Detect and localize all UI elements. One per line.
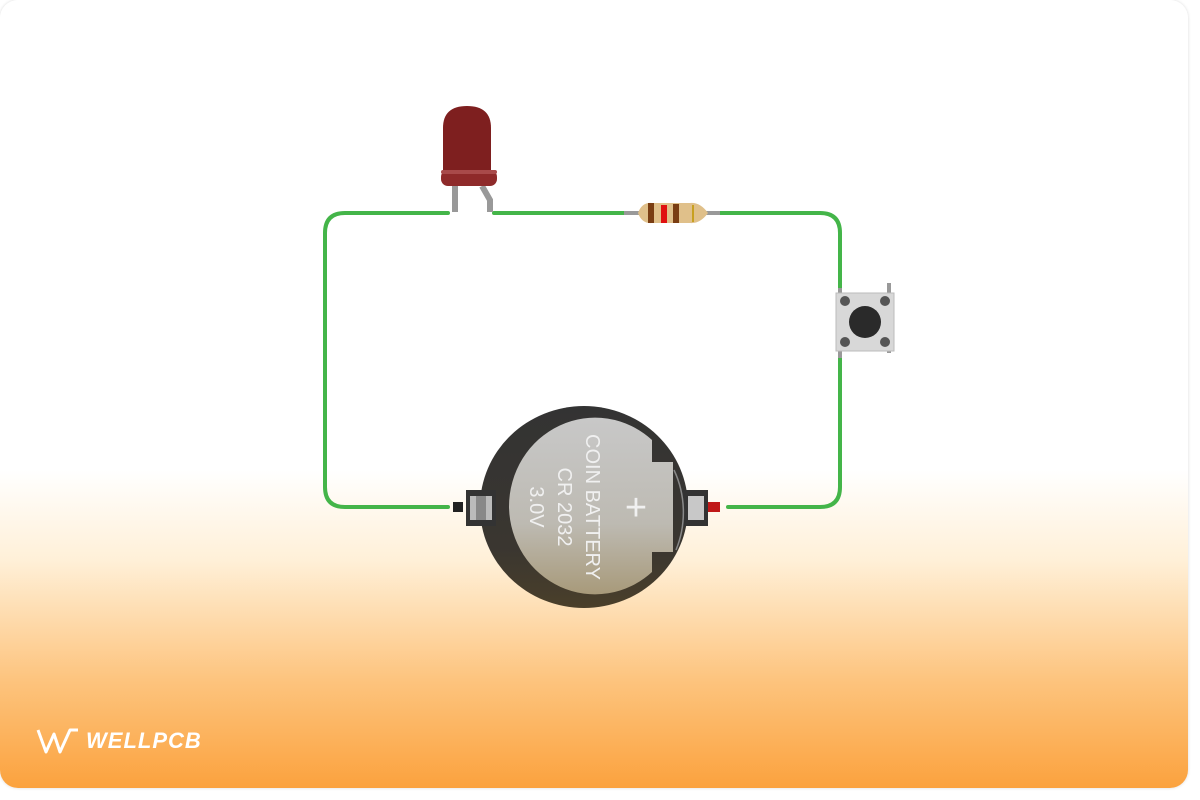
led-leg-anode	[479, 184, 493, 212]
battery-label-type: COIN BATTERY	[581, 434, 603, 580]
resistor-band-3	[673, 204, 679, 223]
wellpcb-logo-icon	[36, 728, 78, 754]
battery-positive-terminal	[706, 502, 720, 512]
circuit-diagram: COIN BATTERY CR 2032 3.0V +	[323, 106, 895, 608]
wire-resistor-to-button	[714, 211, 842, 290]
battery-label-voltage: 3.0V	[525, 486, 547, 528]
wire-led-to-battery	[323, 211, 450, 509]
push-button[interactable]	[835, 283, 895, 358]
led-body	[443, 106, 491, 172]
diagram-canvas: COIN BATTERY CR 2032 3.0V + WELLPCB	[0, 0, 1188, 788]
wellpcb-logo-text: WELLPCB	[86, 728, 202, 753]
button-cap[interactable]	[849, 306, 881, 338]
resistor-band-4	[692, 205, 694, 222]
led	[441, 106, 497, 212]
wellpcb-logo: WELLPCB	[36, 726, 202, 756]
coin-battery: COIN BATTERY CR 2032 3.0V +	[453, 406, 720, 608]
wires	[323, 211, 842, 509]
wire-button-to-battery	[726, 352, 842, 509]
battery-plus-sign: +	[625, 487, 647, 529]
resistor-band-1	[648, 203, 654, 223]
resistor-band-2	[661, 205, 667, 223]
resistor	[624, 202, 720, 224]
battery-label-model: CR 2032	[553, 468, 575, 547]
battery-negative-terminal	[453, 502, 463, 512]
battery-cell	[508, 417, 673, 595]
